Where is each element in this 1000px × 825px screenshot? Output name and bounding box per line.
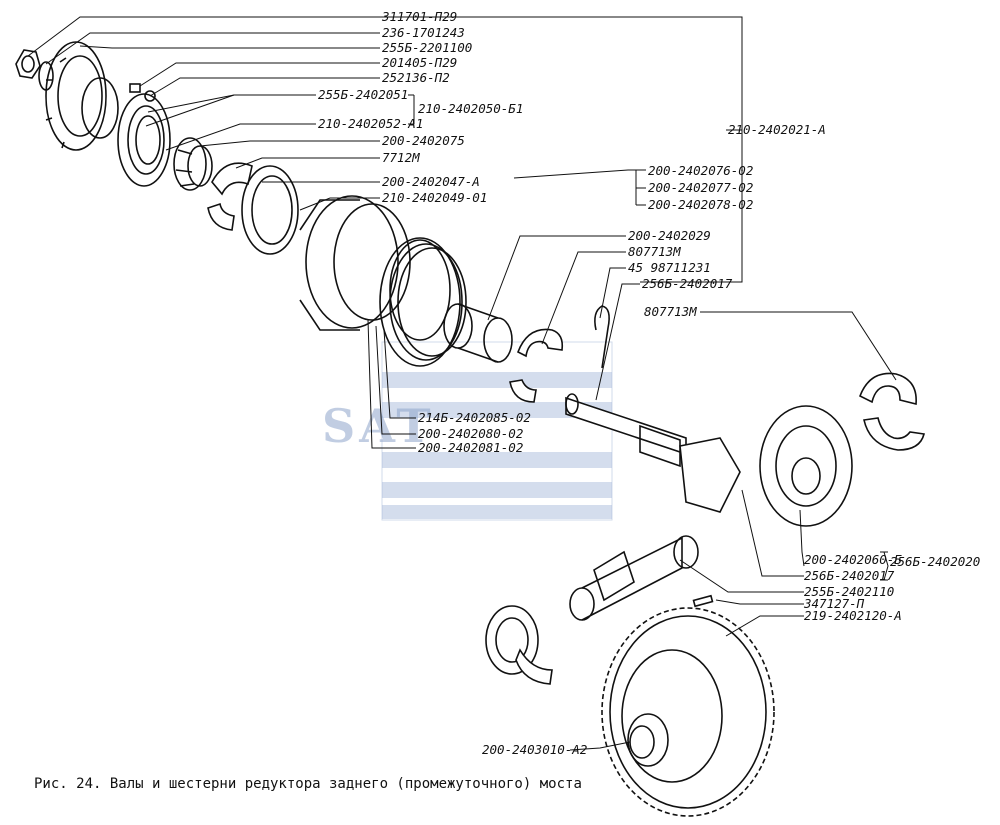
part-bearing-2 <box>509 328 564 403</box>
part-spacer <box>443 303 513 363</box>
label-255b-2201100: 255Б-2201100 <box>382 40 472 55</box>
label-200-2402080: 200-2402080-02 <box>418 426 523 441</box>
label-210-2402021: 210-2402021-А <box>728 122 826 137</box>
part-pinion-shaft <box>565 393 741 513</box>
label-219-2402120: 219-2402120-А <box>804 608 902 623</box>
label-200-2402075: 200-2402075 <box>382 133 465 148</box>
label-256b-2402017-lower: 256Б-2402017 <box>804 568 895 583</box>
part-shims <box>379 237 467 367</box>
label-200-2402081: 200-2402081-02 <box>418 440 523 455</box>
label-210-2402052: 210-2402052-А1 <box>318 116 423 131</box>
label-214b-2402085: 214Б-2402085-02 <box>418 410 531 425</box>
label-236-1701243: 236-1701243 <box>382 25 465 40</box>
part-bolt <box>129 83 156 102</box>
label-200-2402077: 200-2402077-02 <box>648 180 753 195</box>
part-bevel-gear <box>759 405 853 527</box>
label-256b-2402017-upper: 256Б-2402017 <box>642 276 733 291</box>
part-housing <box>299 195 451 341</box>
leader-lines <box>27 16 897 751</box>
part-seal <box>241 165 299 255</box>
label-210-2402050: 210-2402050-Б1 <box>418 101 523 116</box>
label-4598711231: 45 98711231 <box>628 260 711 275</box>
label-252136: 252136-П2 <box>382 70 450 85</box>
label-255b-2402110: 255Б-2402110 <box>804 584 894 599</box>
label-200-2402078: 200-2402078-02 <box>648 197 753 212</box>
label-7712m: 7712М <box>382 150 420 165</box>
part-flange <box>45 41 119 151</box>
part-cover <box>117 93 171 187</box>
part-bearing-ring <box>207 162 253 231</box>
part-bearing-4 <box>485 605 553 685</box>
part-drive-shaft <box>569 535 699 621</box>
part-labels: 311701-П29 236-1701243 255Б-2201100 2014… <box>318 9 980 757</box>
label-807713m-right: 807713М <box>644 304 697 319</box>
watermark-logo: SAT <box>322 341 613 521</box>
label-311701: 311701-П29 <box>381 9 457 24</box>
part-large-gear <box>601 607 775 817</box>
label-256b-2402020: 256Б-2402020 <box>890 554 980 569</box>
label-200-2402076: 200-2402076-02 <box>648 163 753 178</box>
label-200-2402047: 200-2402047-А <box>382 174 480 189</box>
label-200-2402029: 200-2402029 <box>628 228 711 243</box>
part-cotter-pin <box>594 305 610 369</box>
label-255b-2402051: 255Б-2402051 <box>318 87 408 102</box>
parts-drawing <box>15 41 925 817</box>
label-200-2403010: 200-2403010-А2 <box>482 742 587 757</box>
label-807713m-upper: 807713М <box>628 244 681 259</box>
watermark-text: SAT <box>322 399 435 453</box>
part-key <box>692 594 714 608</box>
part-bearing-3 <box>858 372 925 451</box>
label-201405: 201405-П29 <box>382 55 457 70</box>
label-200-2402060: 200-2402060-Б <box>804 552 902 567</box>
label-210-2402049: 210-2402049-01 <box>382 190 487 205</box>
figure-caption: Рис. 24. Валы и шестерни редуктора задне… <box>34 776 582 792</box>
label-347127: 347127-П <box>803 596 865 611</box>
part-nut <box>15 49 41 79</box>
